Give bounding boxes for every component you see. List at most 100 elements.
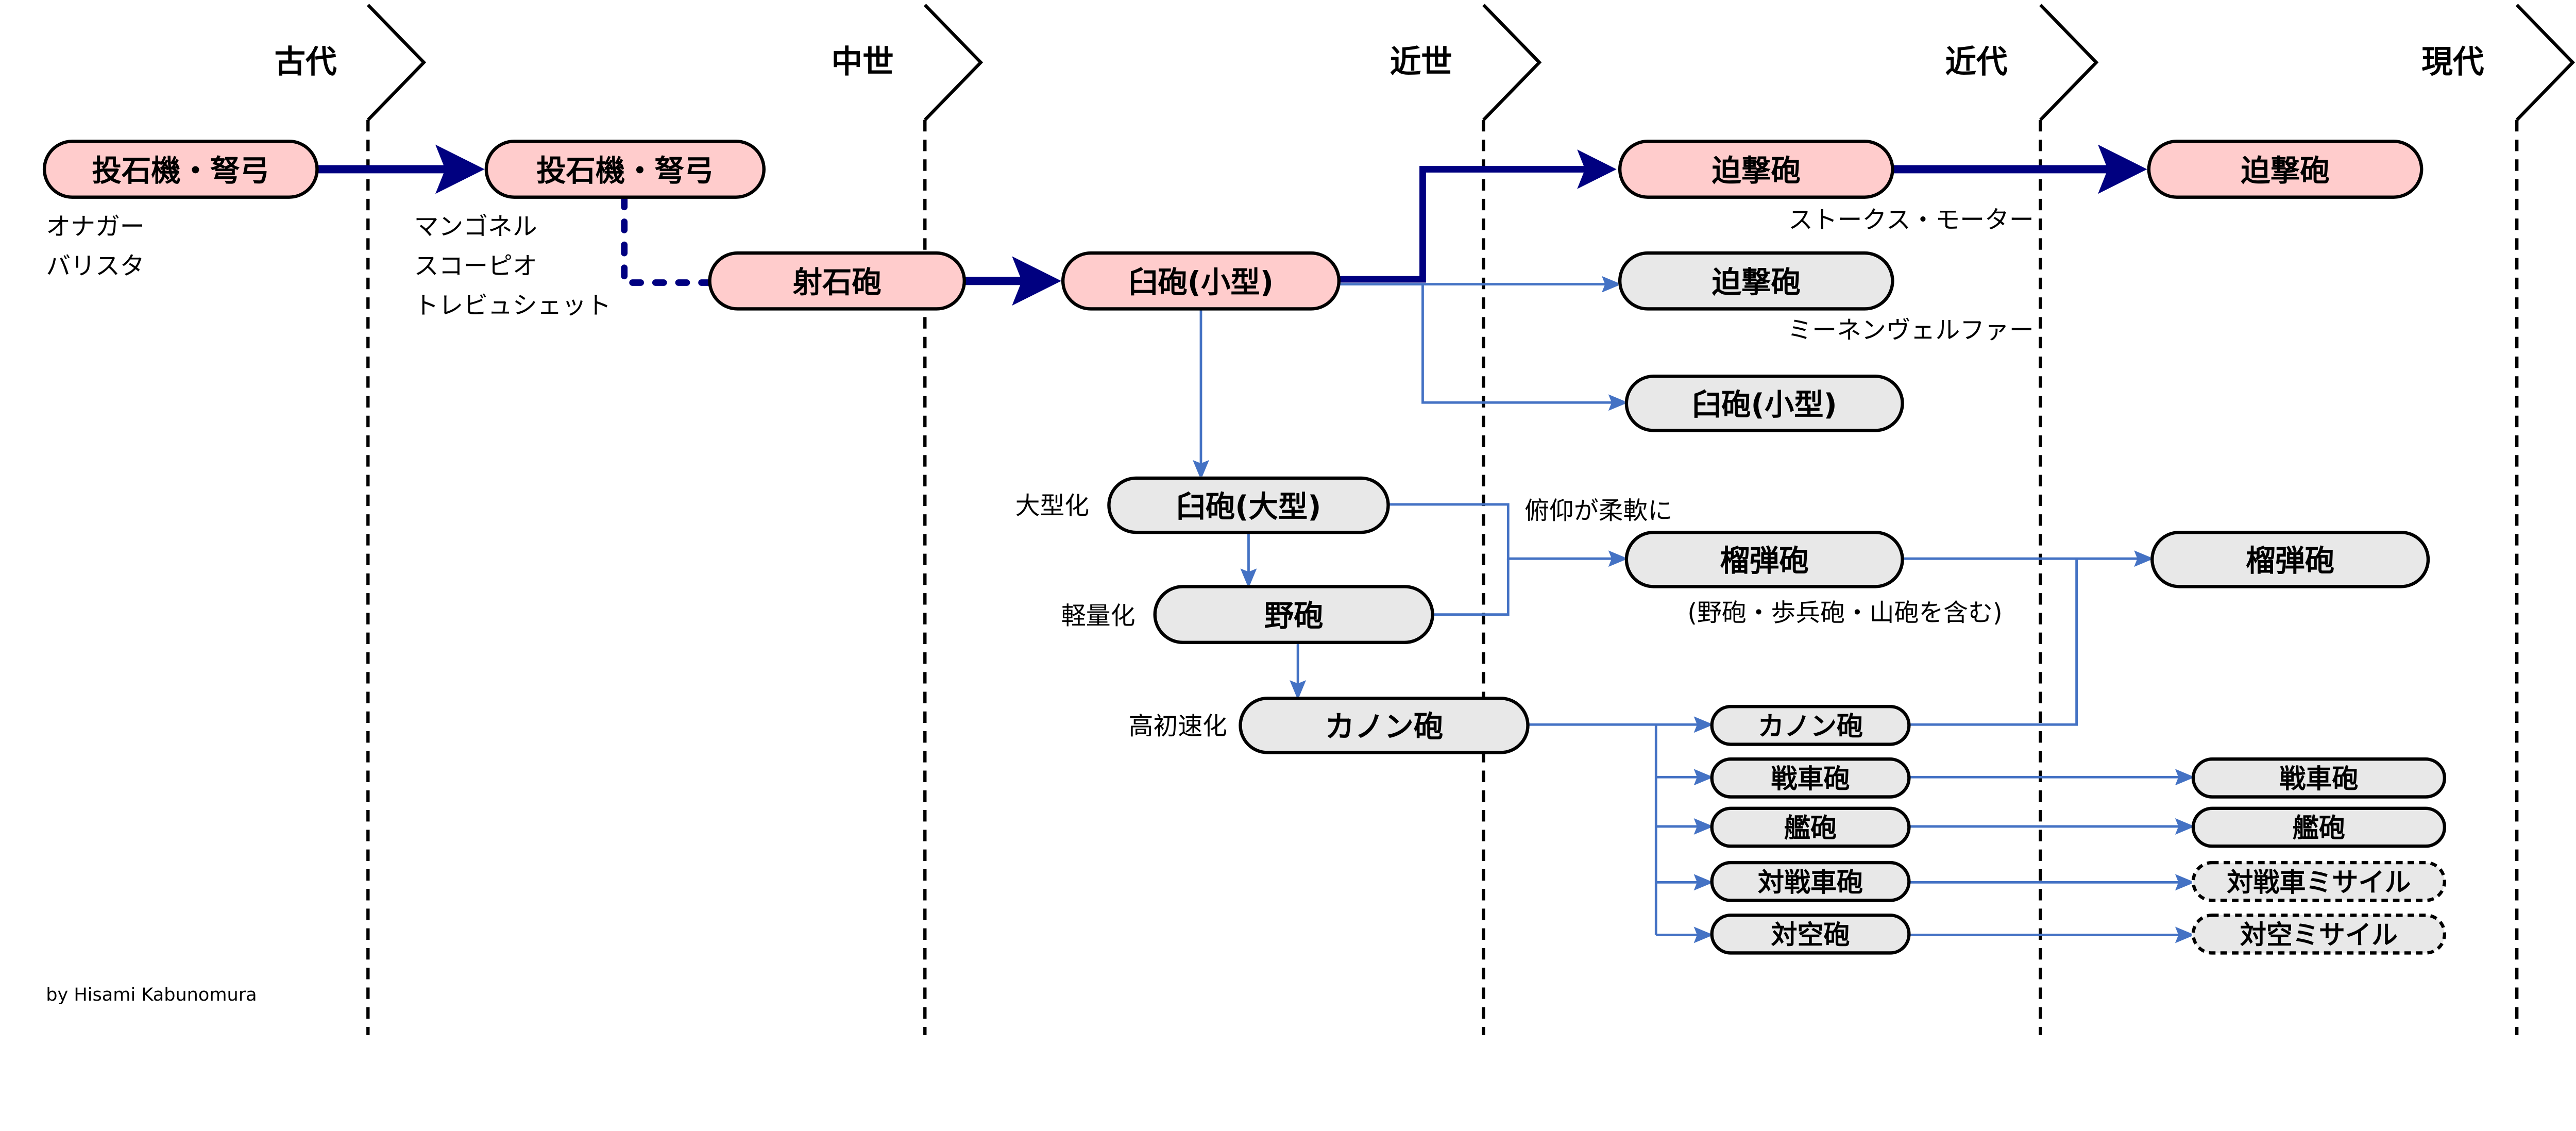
node-box	[1239, 697, 1530, 754]
node-label: 投石機・弩弓	[536, 154, 714, 188]
node-box	[42, 140, 319, 199]
note-high-velocity: 高初速化	[1129, 712, 1227, 740]
weapon-evolution-diagram: 古代中世近世近代現代 投石機・弩弓投石機・弩弓射石砲臼砲(小型)迫撃砲迫撃砲迫撃…	[42, 4, 2575, 1035]
nodes: 投石機・弩弓投石機・弩弓射石砲臼砲(小型)迫撃砲迫撃砲迫撃砲臼砲(小型)臼砲(大…	[42, 140, 2447, 955]
period-chevron	[2039, 4, 2099, 122]
node-box	[1624, 530, 1904, 588]
period-chevron	[366, 4, 427, 122]
node-label: 投石機・弩弓	[92, 154, 269, 188]
connection-arrow	[1909, 559, 2078, 726]
node-label: 迫撃砲	[1712, 265, 1801, 300]
node-trench-mortar-contemporary: 迫撃砲	[2147, 140, 2424, 199]
node-box	[2191, 860, 2447, 902]
node-label: 臼砲(小型)	[1128, 265, 1274, 300]
period-label: 現代	[2421, 44, 2484, 80]
node-label: 艦砲	[2293, 814, 2345, 844]
node-label: 対空砲	[1771, 920, 1850, 951]
credit: by Hisami Kabunomura	[46, 984, 257, 1005]
note-trebuchet: トレビュシェット	[414, 292, 612, 320]
node-trench-mortar-modern2: 迫撃砲	[1618, 251, 1894, 311]
connection-arrow	[1388, 503, 1623, 559]
note-stokes: ストークス・モーター	[1788, 206, 2034, 234]
connection-arrow	[1338, 149, 1617, 283]
annotations: オナガー バリスタ マンゴネル スコーピオ トレビュシェット ストークス・モータ…	[46, 206, 2033, 1005]
node-antitank-gun: 対戦車砲	[1710, 860, 1911, 902]
node-box	[1618, 140, 1894, 199]
node-box	[1710, 806, 1911, 848]
connection-arrow	[1432, 559, 1510, 616]
node-antiair-missile: 対空ミサイル	[2191, 913, 2447, 955]
node-label: 戦車砲	[2279, 764, 2358, 795]
node-label: 対空ミサイル	[2240, 920, 2398, 951]
note-onager: オナガー	[46, 213, 144, 241]
period-label: 近世	[1390, 44, 1452, 80]
node-box	[2191, 757, 2447, 799]
period-label: 古代	[275, 44, 337, 80]
node-label: 野砲	[1264, 599, 1324, 633]
connection-arrow	[621, 195, 713, 286]
node-label: 榴弾砲	[2246, 544, 2334, 578]
node-box	[1710, 860, 1911, 902]
period-label: 中世	[832, 44, 894, 80]
node-box	[2147, 140, 2424, 199]
node-box	[2150, 530, 2430, 588]
node-box	[1710, 704, 1911, 746]
node-label: 迫撃砲	[1712, 154, 1801, 188]
node-howitzer-modern: 榴弾砲	[1624, 530, 1904, 588]
node-howitzer-contemporary: 榴弾砲	[2150, 530, 2430, 588]
node-naval-gun-contemporary: 艦砲	[2191, 806, 2447, 848]
node-label: 臼砲(小型)	[1692, 387, 1837, 422]
node-cannon-modern: カノン砲	[1710, 704, 1911, 746]
node-box	[1710, 913, 1911, 955]
node-label: 臼砲(大型)	[1176, 489, 1321, 524]
node-label: 榴弾砲	[1720, 544, 1809, 578]
note-lighten: 軽量化	[1061, 602, 1136, 631]
connection-arrow	[1421, 284, 1623, 403]
node-box	[1618, 251, 1894, 311]
node-cannon: カノン砲	[1239, 697, 1530, 754]
node-mortar-large: 臼砲(大型)	[1107, 476, 1390, 534]
node-box	[1710, 757, 1911, 799]
node-field-gun: 野砲	[1153, 585, 1434, 644]
node-mortar-small-modern: 臼砲(小型)	[1624, 375, 1904, 432]
node-antitank-missile: 対戦車ミサイル	[2191, 860, 2447, 902]
node-box	[1061, 251, 1341, 311]
node-box	[1624, 375, 1904, 432]
note-enlarge: 大型化	[1015, 492, 1090, 520]
node-label: カノン砲	[1758, 712, 1863, 742]
node-box	[708, 251, 966, 311]
note-scorpio: スコーピオ	[414, 252, 537, 281]
note-mangonel: マンゴネル	[414, 213, 537, 241]
period-label: 近代	[1945, 44, 2008, 80]
node-box	[1107, 476, 1390, 534]
note-minenwerfer: ミーネンヴェルファー	[1787, 316, 2033, 345]
period-chevron	[1482, 4, 1542, 122]
node-mortar-small: 臼砲(小型)	[1061, 251, 1341, 311]
note-flexible-elevation: 俯仰が柔軟に	[1524, 497, 1672, 526]
node-tank-gun-modern: 戦車砲	[1710, 757, 1911, 799]
note-ballista: バリスタ	[46, 252, 144, 281]
node-catapult-ancient: 投石機・弩弓	[42, 140, 319, 199]
node-box	[484, 140, 766, 199]
period-dividers: 古代 中世 近世 近代 現代	[275, 4, 2575, 1035]
node-label: 艦砲	[1784, 814, 1837, 844]
node-label: 対戦車砲	[1758, 868, 1863, 898]
node-label: 対戦車ミサイル	[2227, 868, 2411, 898]
node-bombard: 射石砲	[708, 251, 966, 311]
node-catapult-medieval: 投石機・弩弓	[484, 140, 766, 199]
node-tank-gun-contemporary: 戦車砲	[2191, 757, 2447, 799]
node-label: 迫撃砲	[2241, 154, 2330, 188]
node-naval-gun-modern: 艦砲	[1710, 806, 1911, 848]
node-antiair-gun: 対空砲	[1710, 913, 1911, 955]
node-box	[2191, 806, 2447, 848]
node-label: 射石砲	[793, 265, 882, 300]
node-label: カノン砲	[1325, 710, 1444, 744]
node-trench-mortar-modern1: 迫撃砲	[1618, 140, 1894, 199]
node-box	[1153, 585, 1434, 644]
node-label: 戦車砲	[1771, 764, 1850, 795]
node-box	[2191, 913, 2447, 955]
period-chevron	[2515, 4, 2575, 122]
connections	[317, 144, 2190, 935]
note-howitzer-includes: (野砲・歩兵砲・山砲を含む)	[1687, 599, 2002, 627]
period-chevron	[923, 4, 984, 122]
